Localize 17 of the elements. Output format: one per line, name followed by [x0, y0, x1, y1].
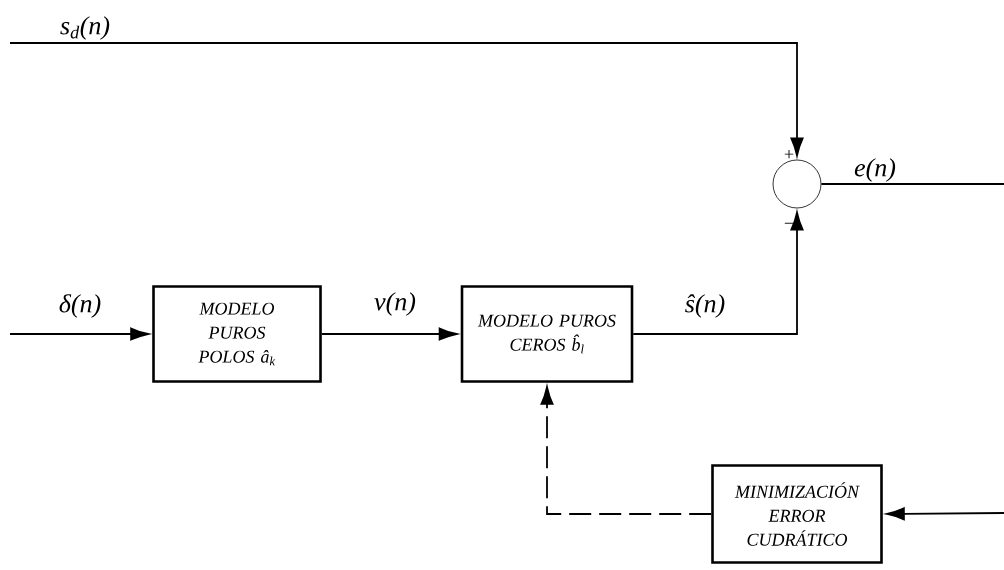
arrow [540, 386, 713, 515]
signal-label: e(n) [854, 158, 896, 182]
arrow [320, 327, 458, 341]
block-box: MODELO PUROS POLOS â$_{k}$ [152, 285, 322, 383]
signal-label: v(n) [374, 292, 416, 316]
sign-label: − [784, 222, 794, 224]
signal-label: δ(n) [59, 294, 101, 318]
signal-label: ŝ(n) [685, 294, 725, 318]
signal-label: s$_{d}$(n) [60, 16, 110, 40]
summing-junction [772, 159, 822, 209]
arrow [886, 507, 1004, 521]
block-box: MINIMIZACIÓN ERROR CUDRÁTICO [711, 464, 883, 564]
arrow [632, 211, 804, 335]
arrow [9, 327, 149, 341]
block-box: MODELO PUROS CEROS b̂$_{l}$ [460, 285, 634, 383]
arrow [9, 42, 804, 157]
sign-label: + [784, 149, 794, 159]
